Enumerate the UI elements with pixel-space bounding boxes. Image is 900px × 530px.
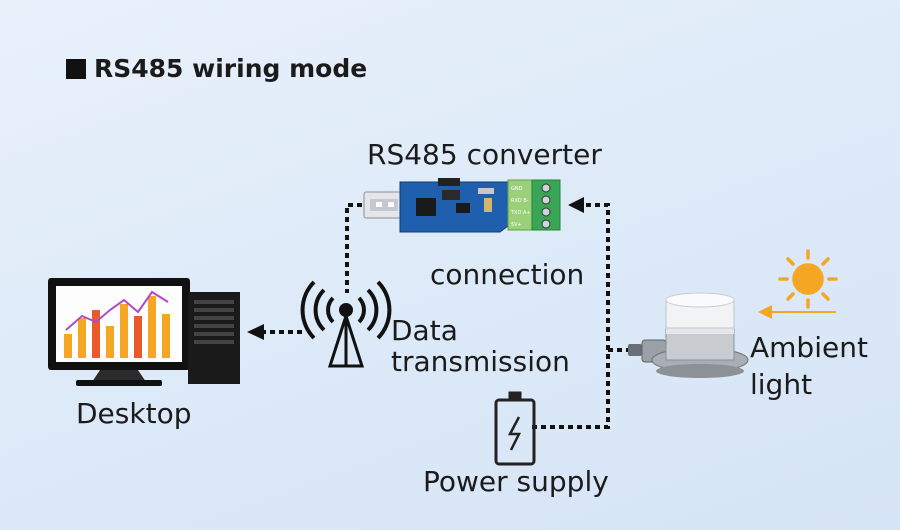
antenna-icon [300,280,392,368]
terminal-label: GND [511,186,523,192]
data-transmission-label-line1: Data [391,314,458,347]
light-sensor-icon [628,292,749,378]
title-square-bullet [66,58,86,79]
arrow-to-desktop [247,324,264,340]
sun-icon [778,249,838,309]
converter-label: RS485 converter [367,138,602,171]
converter-to-antenna-line [345,203,362,293]
terminal-label: 5V+ [511,222,522,228]
terminal-label: TXD A+ [510,210,531,216]
ambient-light-label-line1: Ambient [750,331,868,364]
power-supply-label: Power supply [423,465,609,498]
connection-label: connection [430,258,585,291]
battery-icon [494,391,536,466]
ambient-light-label-line2: light [750,368,813,401]
page-title: RS485 wiring mode [66,54,367,83]
connection-lines [262,203,836,429]
usb-converter-icon [363,178,561,233]
title-text: RS485 wiring mode [94,54,368,83]
converter-terminal-labels: GND RXD B- TXD A+ 5V+ [510,186,531,228]
sensor-to-converter-line [582,203,610,350]
desktop-label: Desktop [76,397,192,430]
desktop-computer-icon [48,278,240,386]
battery-to-sensor-line [532,348,628,429]
data-transmission-label-line2: transmission [391,345,570,378]
terminal-label: RXD B- [511,198,529,204]
arrow-to-converter [568,197,584,213]
arrow-to-sensor [758,305,772,319]
